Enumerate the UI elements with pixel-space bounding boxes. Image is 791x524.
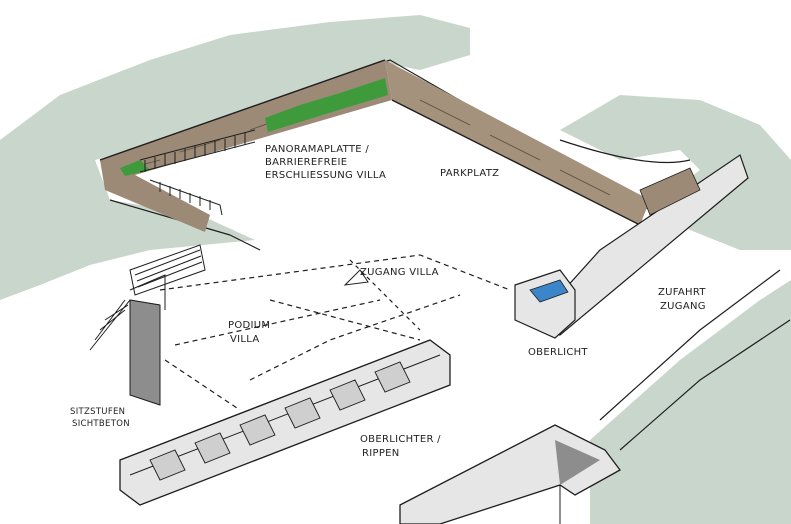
left-stairs [89,244,206,351]
label-zufahrt-zugang: ZUFAHRT ZUGANG [658,287,706,312]
label-oberlichter-rippen: OBERLICHTER / RIPPEN [360,434,441,459]
label-podium-line-1: PODIUM [228,320,270,331]
label-panorama-line-2: BARRIEREFREIE [265,157,347,168]
railing-top [139,129,256,216]
label-rippen-line-2: RIPPEN [362,448,400,459]
label-panorama-line-3: ERSCHLIESSUNG VILLA [265,170,386,181]
label-oberlicht: OBERLICHT [528,347,588,358]
label-rippen-line-1: OBERLICHTER / [360,434,441,445]
label-sitzstufen-line-1: SITZSTUFEN [70,407,125,417]
sichtbeton-pillar [129,299,161,406]
label-parkplatz: PARKPLATZ [440,168,499,179]
label-sitzstufen: SITZSTUFEN SICHTBETON [70,407,130,429]
label-podium-line-2: VILLA [230,334,260,345]
planting-strip [120,78,388,176]
label-panorama: PANORAMAPLATTE / BARRIEREFREIE ERSCHLIES… [265,144,386,181]
label-podium-villa: PODIUM VILLA [228,320,270,345]
entrance-arrow-icon [343,269,369,286]
vegetation-wash [0,15,791,524]
oberlicht-box [514,269,576,339]
lower-channel [399,424,621,524]
skylight-ribs [119,339,451,506]
label-zufahrt-line-1: ZUFAHRT [658,287,706,298]
label-sitzstufen-line-2: SICHTBETON [72,419,130,429]
label-zugang-villa: ZUGANG VILLA [360,267,439,278]
label-panorama-line-1: PANORAMAPLATTE / [265,144,369,155]
label-zufahrt-line-2: ZUGANG [660,301,706,312]
